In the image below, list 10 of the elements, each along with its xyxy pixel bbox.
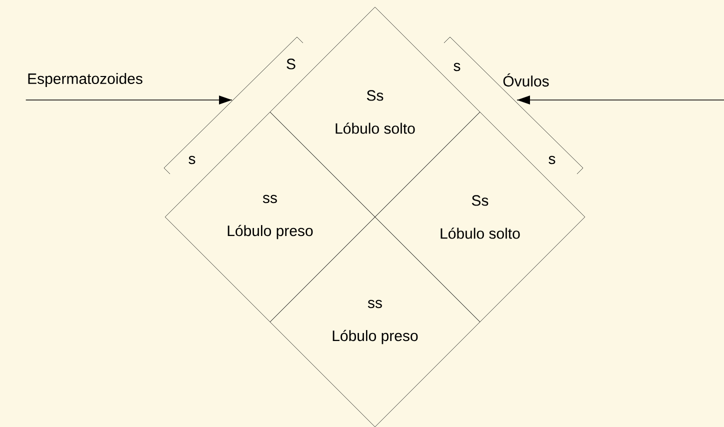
bracket [164, 36, 304, 174]
arrow [25, 96, 232, 104]
text-label: s [454, 62, 460, 72]
arrow [516, 96, 724, 104]
text-label: S [286, 58, 296, 70]
text-label: s [188, 156, 196, 164]
bracket [444, 36, 584, 174]
label-text: Espermatozoides [28, 73, 142, 87]
text-label: Óvulos [503, 73, 549, 87]
text-label: s [548, 156, 556, 164]
